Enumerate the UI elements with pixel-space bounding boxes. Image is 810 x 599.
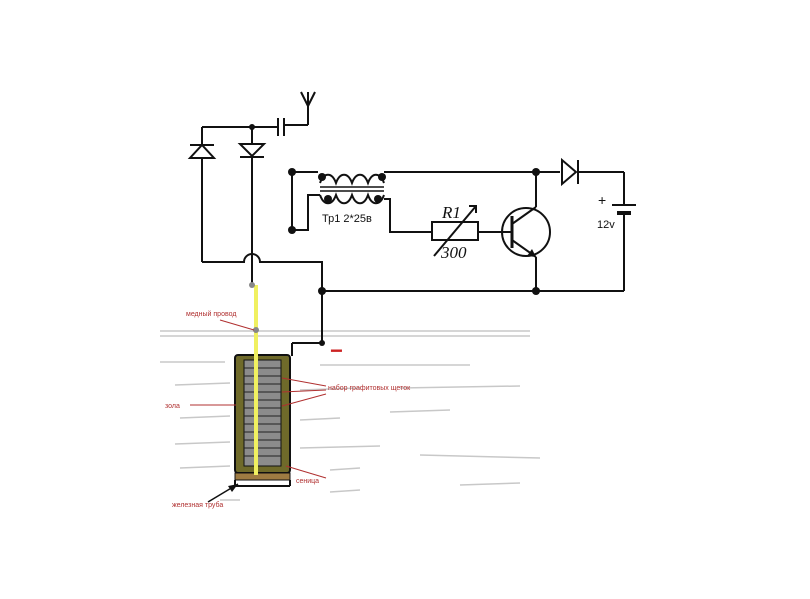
junction-transformer-bottom [288,226,296,234]
antenna [285,91,316,126]
battery-plus: + [598,192,606,208]
diode-left [187,127,217,262]
rod-surface-point [253,327,259,333]
resistor-r1 [384,198,505,257]
battery-voltage: 12v [597,219,615,231]
junction-top [249,124,255,130]
transistor [501,172,551,291]
wire-crossing [202,253,323,290]
diode-right [237,127,267,255]
ground-hatching [160,330,541,501]
transformer-left-wiring [291,171,320,231]
graphite-brushes-label: набор графитовых щеток [328,384,411,392]
junction-transformer-top [288,168,296,176]
battery [612,172,636,291]
iron-pipe-pointer [207,483,239,503]
rod-top [249,282,255,288]
capacitor [202,118,285,136]
iron-pipe-label: железная труба [172,501,223,509]
resistor-value: 300 [440,243,467,262]
transformer-label: Тр1 2*25в [322,213,372,225]
ash-label: зола [165,403,180,410]
iron-pipe-electrode [234,354,291,487]
resistor-name: R1 [441,203,461,222]
diode-output [561,157,624,187]
annotations [190,319,327,479]
minus-mark: − [330,338,343,363]
copper-wire-label: медный провод [186,310,236,318]
transformer [318,173,386,205]
sand-label: сеница [296,478,319,485]
